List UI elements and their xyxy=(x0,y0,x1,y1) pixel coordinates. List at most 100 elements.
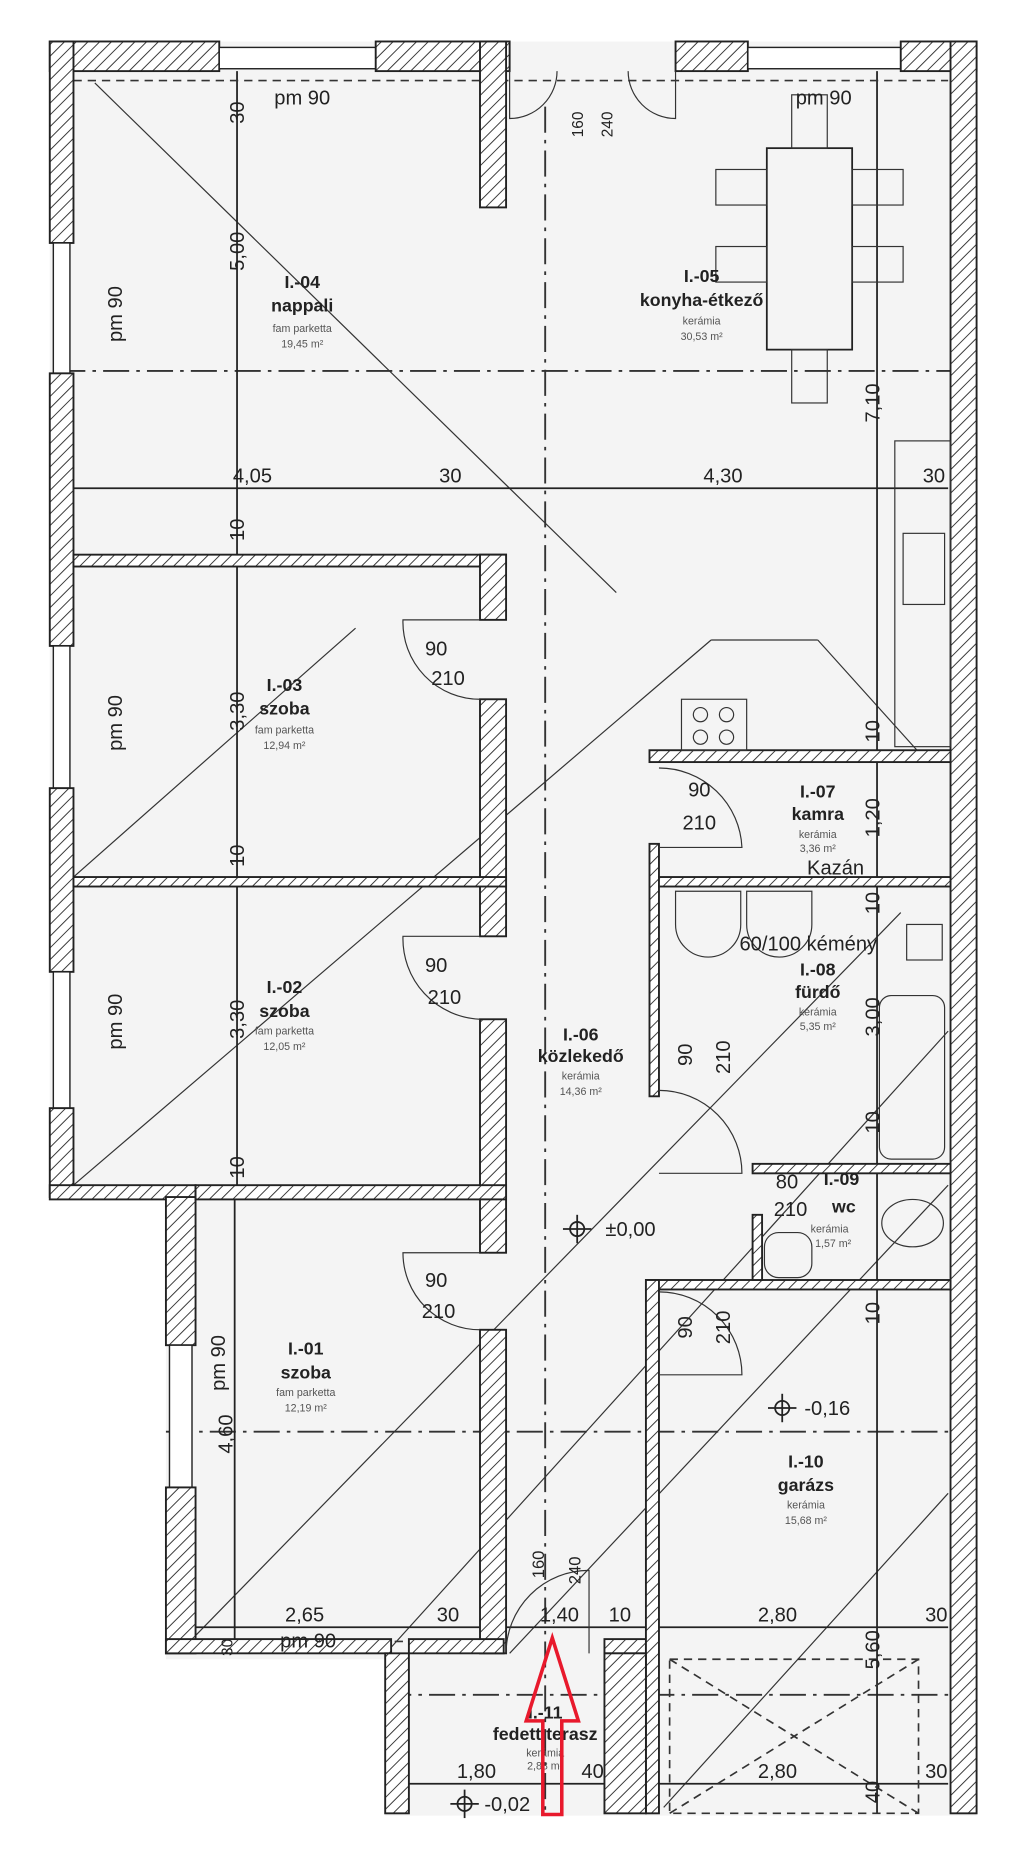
dim: 7,10 xyxy=(862,383,884,422)
svg-text:kerámia: kerámia xyxy=(799,1007,837,1019)
svg-text:szoba: szoba xyxy=(259,699,309,719)
svg-text:I.-08: I.-08 xyxy=(800,959,836,979)
dim: 90 xyxy=(675,1044,697,1066)
svg-text:12,05 m²: 12,05 m² xyxy=(263,1041,306,1053)
diagonal-guides xyxy=(73,82,949,1808)
dim: 10 xyxy=(862,1302,884,1324)
svg-text:kerámia: kerámia xyxy=(787,1500,825,1512)
svg-text:I.-09: I.-09 xyxy=(824,1169,860,1189)
svg-text:szoba: szoba xyxy=(259,1001,309,1021)
dim: -0,16 xyxy=(804,1398,850,1420)
dim: 90 xyxy=(688,779,710,801)
dim: 90 xyxy=(675,1316,697,1338)
dim: 240 xyxy=(600,112,617,138)
svg-text:15,68 m²: 15,68 m² xyxy=(785,1515,828,1527)
svg-text:konyha-étkező: konyha-étkező xyxy=(640,290,764,310)
dim: 30 xyxy=(439,465,461,487)
svg-text:I.-10: I.-10 xyxy=(788,1451,824,1471)
dim: 10 xyxy=(227,845,249,867)
dim: 210 xyxy=(682,813,716,835)
dim: pm 90 xyxy=(274,87,330,109)
svg-text:I.-02: I.-02 xyxy=(267,977,303,997)
dim: 80 xyxy=(776,1172,798,1194)
svg-text:kerámia: kerámia xyxy=(683,316,721,328)
dim: 40 xyxy=(581,1761,603,1783)
room-label-I-02: I.-02 szoba fam parketta 12,05 m² xyxy=(255,977,314,1053)
dim: 10 xyxy=(227,519,249,541)
dim: 10 xyxy=(862,720,884,742)
dim: 90 xyxy=(425,1270,447,1292)
svg-text:közlekedő: közlekedő xyxy=(538,1046,624,1066)
dim: 1,20 xyxy=(862,798,884,837)
doors xyxy=(402,71,743,1654)
dim: 4,05 xyxy=(233,465,272,487)
dim: -0,02 xyxy=(484,1794,530,1816)
dim: 30 xyxy=(923,465,945,487)
level-marker-icon xyxy=(450,1214,797,1819)
svg-text:nappali: nappali xyxy=(271,296,333,316)
dim: 60/100 kémény xyxy=(739,934,878,956)
svg-text:kamra: kamra xyxy=(792,804,844,824)
dim: pm 90 xyxy=(105,994,127,1050)
svg-text:12,19 m²: 12,19 m² xyxy=(285,1403,328,1415)
dim: 3,30 xyxy=(227,692,249,731)
dim: 1,40 xyxy=(540,1604,579,1626)
dim: 40 xyxy=(862,1781,884,1803)
dim: pm 90 xyxy=(796,87,852,109)
floor-area xyxy=(49,41,977,1816)
svg-text:garázs: garázs xyxy=(778,1475,834,1495)
dim: 10 xyxy=(862,1111,884,1133)
svg-text:kerámia: kerámia xyxy=(811,1224,849,1236)
svg-text:wc: wc xyxy=(831,1196,856,1216)
dim: 2,80 xyxy=(758,1604,797,1626)
svg-text:5,35 m²: 5,35 m² xyxy=(800,1021,837,1033)
dim: 210 xyxy=(713,1040,735,1074)
dining-table xyxy=(715,94,904,404)
dim: 10 xyxy=(609,1604,631,1626)
svg-text:3,36 m²: 3,36 m² xyxy=(800,843,837,855)
parking-space xyxy=(668,1658,920,1815)
room-label-I-09: I.-09 wc kerámia 1,57 m² xyxy=(811,1169,860,1250)
svg-text:I.-03: I.-03 xyxy=(267,675,303,695)
bathroom-fixtures xyxy=(674,890,946,1279)
dim: pm 90 xyxy=(280,1630,336,1652)
dim: 4,30 xyxy=(703,465,742,487)
svg-text:kerámia: kerámia xyxy=(799,829,837,841)
dim: 90 xyxy=(425,638,447,660)
dim: 1,80 xyxy=(457,1761,496,1783)
svg-text:kerámia: kerámia xyxy=(562,1071,600,1083)
dim: 90 xyxy=(425,955,447,977)
dim: 10 xyxy=(862,892,884,914)
dim: 3,30 xyxy=(227,1000,249,1039)
svg-text:I.-06: I.-06 xyxy=(563,1025,599,1045)
svg-text:szoba: szoba xyxy=(281,1362,331,1382)
dim: 5,60 xyxy=(862,1630,884,1669)
svg-text:2,88 m²: 2,88 m² xyxy=(527,1760,564,1772)
svg-text:fam parketta: fam parketta xyxy=(255,1026,314,1038)
dim: 210 xyxy=(713,1311,735,1345)
dim: 210 xyxy=(431,668,465,690)
walls xyxy=(48,40,978,1815)
svg-text:kerámia: kerámia xyxy=(526,1747,564,1759)
svg-text:fam parketta: fam parketta xyxy=(255,725,314,737)
svg-text:19,45 m²: 19,45 m² xyxy=(281,338,324,350)
dim: pm 90 xyxy=(208,1335,230,1391)
svg-text:14,36 m²: 14,36 m² xyxy=(560,1086,603,1098)
dim: 30 xyxy=(925,1761,947,1783)
entrance-arrow-icon xyxy=(523,1631,581,1817)
svg-text:1,57 m²: 1,57 m² xyxy=(815,1238,852,1250)
dim: 2,80 xyxy=(758,1761,797,1783)
dim: 5,00 xyxy=(227,232,249,271)
svg-text:I.-04: I.-04 xyxy=(284,272,320,292)
dim: 210 xyxy=(428,987,462,1009)
dim: pm 90 xyxy=(105,695,127,751)
dim: 30 xyxy=(219,1639,236,1656)
